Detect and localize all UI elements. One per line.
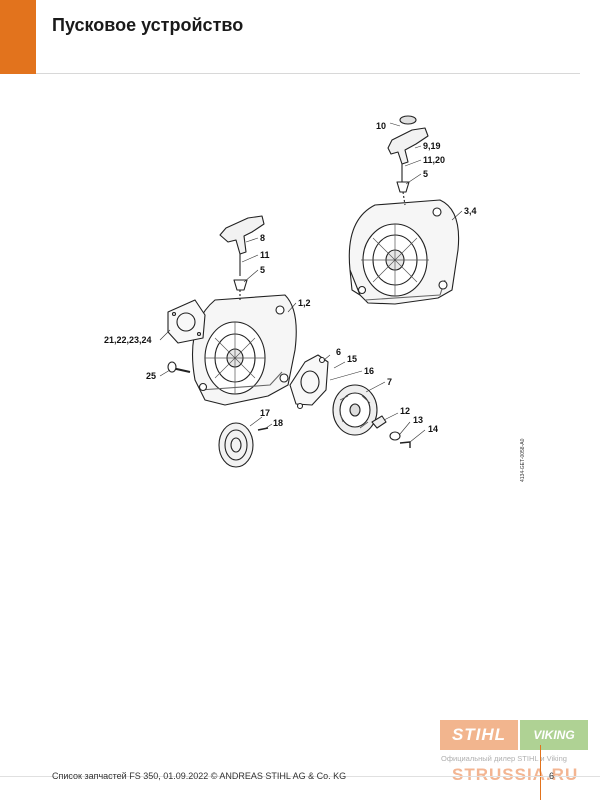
callout-11-20: 11,20 (423, 155, 445, 165)
parts-diagram: 10 9,19 11,20 5 3,4 8 11 5 1,2 21,22,23,… (0, 100, 600, 520)
dealer-watermark: Официальный дилер STIHL и Viking (441, 754, 567, 763)
callout-8: 8 (260, 233, 265, 243)
callout-18: 18 (273, 418, 283, 428)
stihl-logo: STIHL (440, 720, 518, 750)
callout-14: 14 (428, 424, 438, 434)
pawl-parts (371, 415, 411, 448)
viking-logo: VIKING (520, 720, 588, 750)
starter-housing-left (192, 294, 297, 406)
callout-25: 25 (146, 371, 156, 381)
starter-housing-right (348, 199, 460, 305)
page-number-divider (540, 745, 541, 800)
callout-11: 11 (260, 250, 270, 260)
site-watermark: STRUSSIA.RU (452, 765, 579, 784)
starter-grip-right (387, 115, 429, 206)
callout-6: 6 (336, 347, 341, 357)
cover-plate (167, 299, 206, 344)
callout-7: 7 (387, 377, 392, 387)
callout-15: 15 (347, 354, 357, 364)
footer-copyright: Список запчастей FS 350, 01.09.2022 © AN… (52, 771, 347, 781)
rope-rotor (332, 384, 378, 436)
rewind-spring (218, 422, 269, 468)
footer-rule (0, 776, 600, 777)
guide-plate (289, 354, 329, 410)
callout-1-2: 1,2 (298, 298, 311, 308)
page-header: Пусковое устройство (0, 0, 580, 74)
exploded-view-drawing: 10 9,19 11,20 5 3,4 8 11 5 1,2 21,22,23,… (104, 115, 526, 482)
starter-grip-left (219, 215, 265, 300)
callout-3-4: 3,4 (464, 206, 477, 216)
page-title: Пусковое устройство (52, 15, 244, 35)
screw-25 (167, 361, 191, 373)
callout-5b: 5 (260, 265, 265, 275)
callout-9-19: 9,19 (423, 141, 441, 151)
callout-10: 10 (376, 121, 386, 131)
page-number: 6 (549, 771, 555, 781)
drawing-number: 4134-GET-0058-A0 (520, 438, 526, 482)
callout-5a: 5 (423, 169, 428, 179)
callout-17: 17 (260, 408, 270, 418)
callout-13: 13 (413, 415, 423, 425)
callout-12: 12 (400, 406, 410, 416)
callout-16: 16 (364, 366, 374, 376)
brand-logos: STIHL VIKING (440, 720, 588, 750)
callout-21-24: 21,22,23,24 (104, 335, 152, 345)
header-accent-bar (0, 0, 36, 74)
